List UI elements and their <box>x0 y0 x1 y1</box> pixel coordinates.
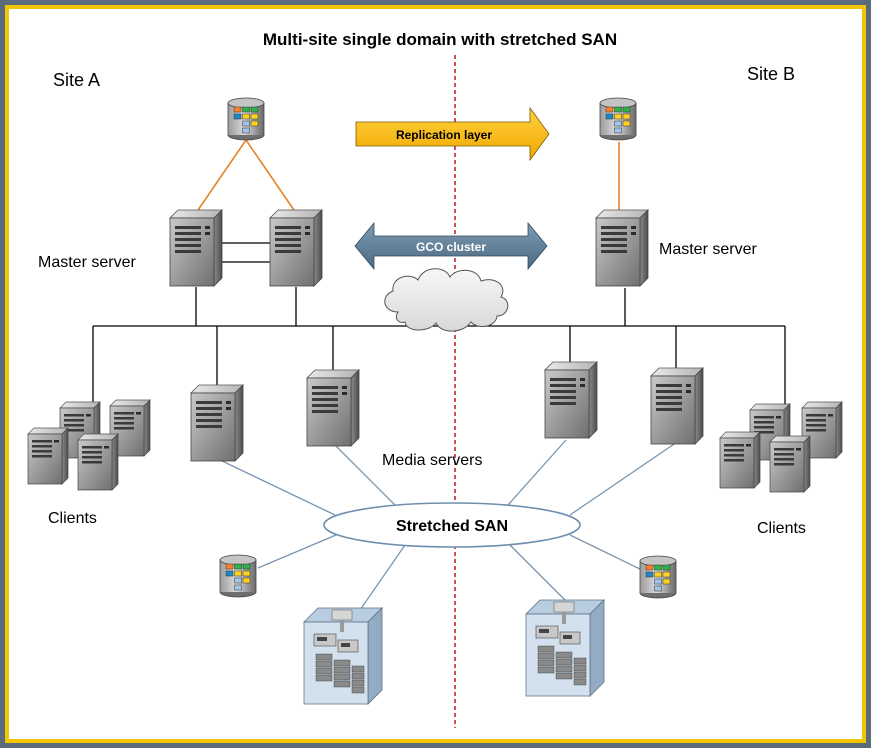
media-servers-label: Media servers <box>382 452 482 469</box>
network-cloud <box>384 268 509 332</box>
database-icon <box>599 97 637 141</box>
master-server-a-label: Master server <box>38 254 136 271</box>
san-label: Stretched SAN <box>396 518 508 535</box>
database-icon <box>639 555 677 599</box>
client-icon <box>77 433 119 491</box>
media-server-icon <box>306 369 360 447</box>
storage-array-icon <box>303 607 383 705</box>
database-icon <box>227 97 265 141</box>
diagram-title: Multi-site single domain with stretched … <box>263 30 617 49</box>
client-icon <box>719 431 761 489</box>
gco-arrow <box>354 221 548 271</box>
replication-arrow <box>355 106 550 162</box>
media-server-icon <box>650 367 704 445</box>
master-server-icon <box>269 209 323 287</box>
site-a-label: Site A <box>53 70 100 90</box>
media-server-icon <box>544 361 598 439</box>
replication-label: Replication layer <box>396 128 492 142</box>
san-ellipse <box>323 502 581 548</box>
db-links <box>195 139 620 214</box>
master-server-icon <box>595 209 649 287</box>
master-interconnect <box>217 242 273 263</box>
san-links <box>219 439 681 614</box>
clients-b-label: Clients <box>757 520 806 537</box>
master-server-b-label: Master server <box>659 241 757 258</box>
storage-array-icon <box>525 599 605 697</box>
client-icon <box>769 435 811 493</box>
master-server-icon <box>169 209 223 287</box>
site-b-label: Site B <box>747 64 795 84</box>
clients-a-label: Clients <box>48 510 97 527</box>
media-server-icon <box>190 384 244 462</box>
gco-label: GCO cluster <box>416 240 486 254</box>
database-icon <box>219 554 257 598</box>
canvas-area <box>9 9 862 739</box>
client-icon <box>27 427 69 485</box>
